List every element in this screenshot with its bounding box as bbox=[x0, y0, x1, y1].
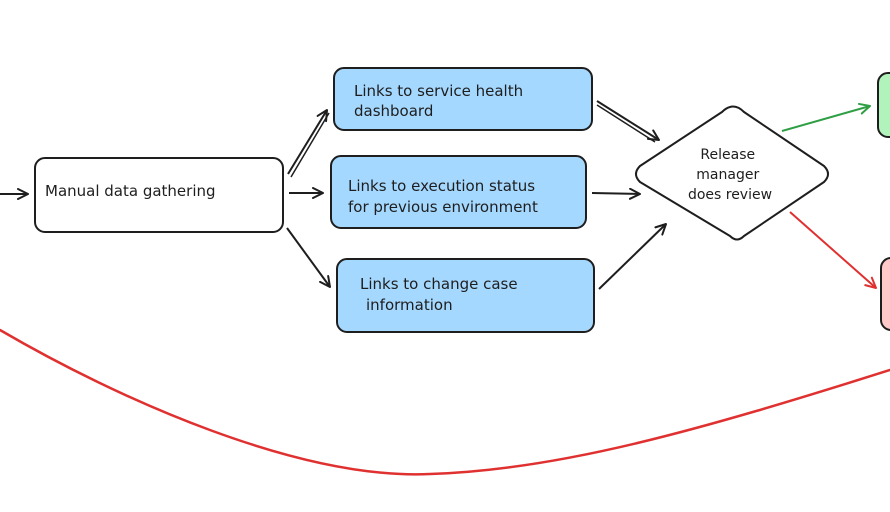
node-release-review-line-1: Release bbox=[700, 147, 755, 163]
node-release-review-diamond bbox=[635, 105, 829, 241]
node-change-case-label: Links to change case information bbox=[360, 275, 522, 314]
arrow-service-health-to-review bbox=[596, 100, 660, 141]
node-approved bbox=[877, 72, 890, 138]
node-execution-status-label: Links to execution status for previous e… bbox=[348, 177, 540, 216]
node-release-review-line-2: manager bbox=[696, 167, 759, 183]
node-execution-status-line-1: Links to execution status bbox=[348, 177, 535, 195]
arrow-change-case-to-review bbox=[598, 223, 667, 290]
arrow-service-health-to-review-sketch bbox=[596, 104, 656, 143]
node-service-health-label: Links to service health dashboard bbox=[354, 82, 528, 120]
node-change-case-line-2: information bbox=[366, 296, 453, 314]
node-service-health-box bbox=[333, 67, 593, 131]
node-execution-status-box bbox=[330, 155, 587, 229]
node-manual-data-gathering-box bbox=[34, 157, 284, 233]
node-release-review: Release manager does review bbox=[635, 105, 829, 241]
arrow-review-to-approved bbox=[781, 102, 871, 132]
node-rejected bbox=[880, 257, 890, 331]
arrow-execution-status-to-review bbox=[591, 187, 641, 200]
node-manual-data-gathering: Manual data gathering bbox=[34, 157, 284, 233]
arrow-gathering-to-service-health-sketch bbox=[290, 112, 330, 178]
loop-back-connector bbox=[0, 328, 890, 476]
arrow-gathering-to-service-health bbox=[287, 109, 328, 175]
node-manual-data-gathering-label: Manual data gathering bbox=[45, 182, 216, 200]
node-change-case-line-1: Links to change case bbox=[360, 275, 518, 293]
node-change-case-box bbox=[336, 258, 595, 333]
node-execution-status: Links to execution status for previous e… bbox=[330, 155, 587, 229]
node-service-health: Links to service health dashboard bbox=[333, 67, 593, 131]
node-execution-status-line-2: for previous environment bbox=[348, 198, 538, 216]
node-release-review-line-3: does review bbox=[688, 187, 772, 203]
node-service-health-line-1: Links to service health bbox=[354, 82, 523, 100]
node-service-health-line-2: dashboard bbox=[354, 102, 433, 120]
arrow-review-to-rejected bbox=[789, 211, 877, 289]
node-release-review-label: Release manager does review bbox=[688, 147, 772, 203]
node-change-case: Links to change case information bbox=[336, 258, 595, 333]
arrow-gathering-to-change-case bbox=[286, 227, 331, 288]
